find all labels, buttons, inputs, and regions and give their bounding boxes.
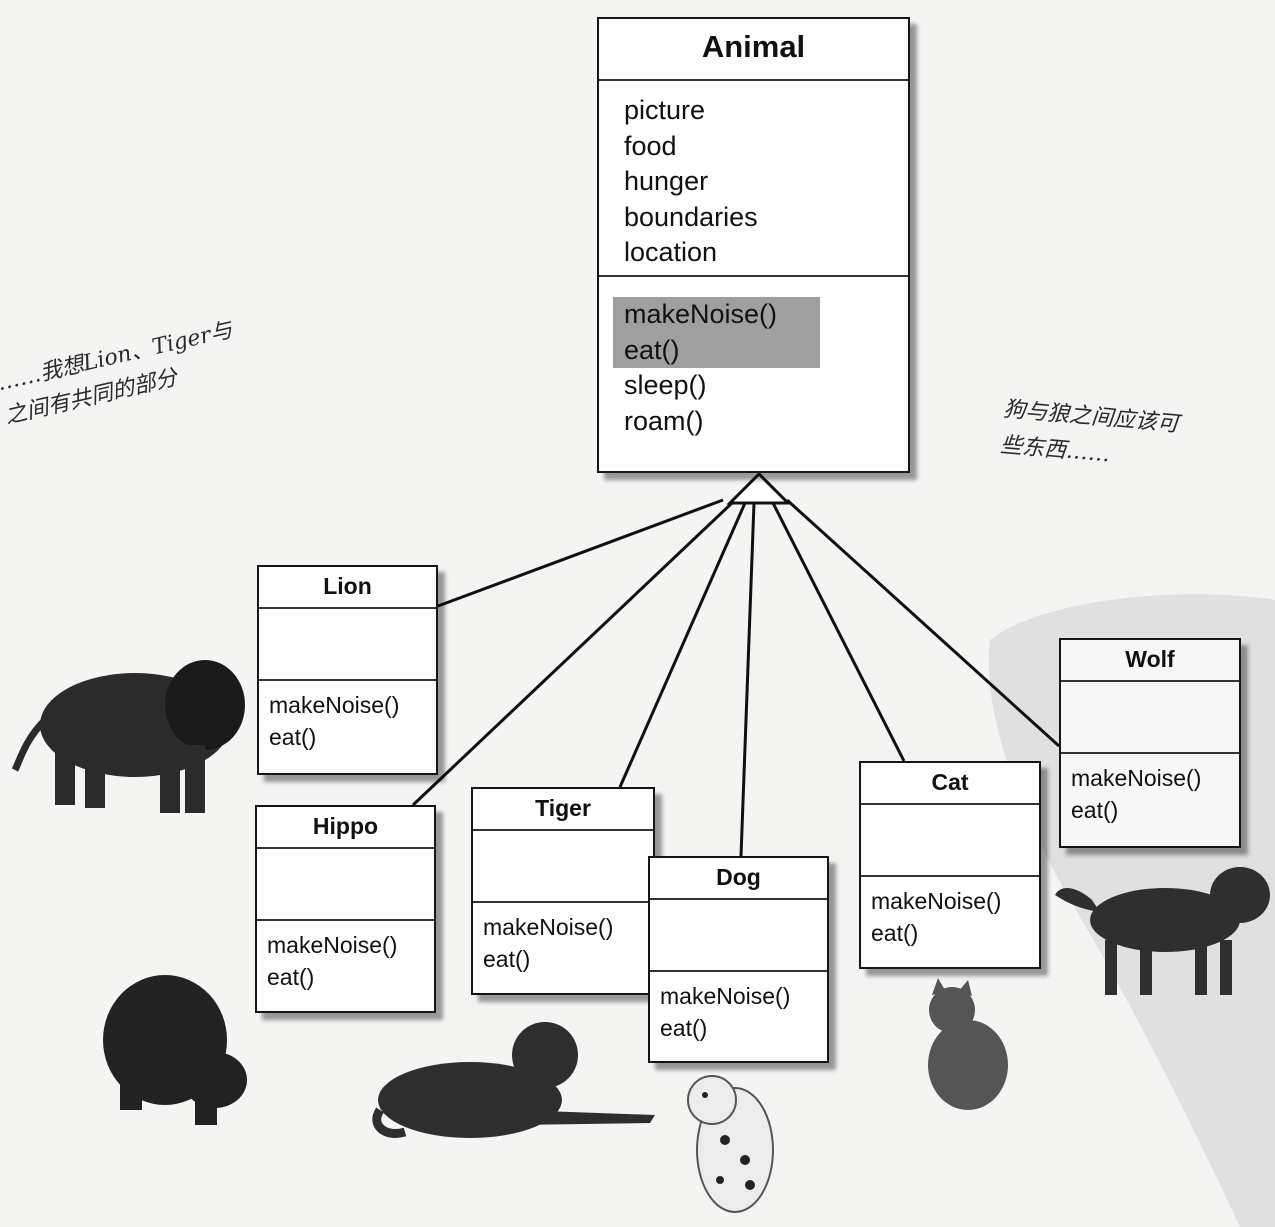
class-methods-wolf: makeNoise() eat() — [1061, 754, 1239, 846]
cat-photo — [928, 978, 1008, 1110]
class-methods-dog: makeNoise() eat() — [650, 972, 827, 1061]
inheritance-line-dog — [739, 502, 756, 857]
method-roam: roam() — [624, 405, 704, 436]
method-eat: eat() — [1071, 797, 1119, 823]
method-eat: eat() — [267, 964, 315, 990]
class-methods-animal: makeNoise() eat() sleep() roam() — [599, 277, 908, 471]
class-attributes-wolf — [1061, 682, 1239, 754]
class-attributes-cat — [861, 805, 1039, 877]
class-name-lion: Lion — [259, 567, 436, 609]
class-methods-lion: makeNoise() eat() — [259, 681, 436, 773]
class-box-animal: Animal picture food hunger boundaries lo… — [597, 17, 910, 473]
class-box-wolf: Wolf makeNoise() eat() — [1059, 638, 1241, 848]
class-box-hippo: Hippo makeNoise() eat() — [255, 805, 436, 1013]
method-eat: eat() — [483, 946, 531, 972]
other-methods: sleep() roam() — [613, 368, 908, 439]
method-makenoise: makeNoise() — [660, 983, 791, 1009]
method-makenoise: makeNoise() — [871, 888, 1002, 914]
inheritance-line-hippo — [411, 501, 734, 807]
attribute-boundaries: boundaries — [624, 201, 758, 232]
method-makenoise: makeNoise() — [1071, 765, 1202, 791]
class-attributes-lion — [259, 609, 436, 681]
inheritance-line-lion — [437, 498, 724, 608]
handwritten-note-right: 狗与狼之间应该可 些东西…… — [999, 392, 1181, 479]
class-methods-tiger: makeNoise() eat() — [473, 903, 653, 993]
dog-photo — [687, 1075, 774, 1213]
class-name-wolf: Wolf — [1061, 640, 1239, 682]
class-attributes-tiger — [473, 831, 653, 903]
class-box-lion: Lion makeNoise() eat() — [257, 565, 438, 775]
class-attributes-hippo — [257, 849, 434, 921]
wolf-photo — [1055, 867, 1270, 995]
attribute-hunger: hunger — [624, 166, 709, 196]
method-makenoise: makeNoise() — [483, 914, 614, 940]
class-name-hippo: Hippo — [257, 807, 434, 849]
class-name-tiger: Tiger — [473, 789, 653, 831]
class-attributes-animal: picture food hunger boundaries location — [599, 81, 908, 277]
attribute-food: food — [624, 130, 677, 161]
method-eat: eat() — [660, 1015, 708, 1041]
class-methods-cat: makeNoise() eat() — [861, 877, 1039, 967]
method-sleep: sleep() — [624, 370, 707, 400]
class-box-dog: Dog makeNoise() eat() — [648, 856, 829, 1063]
lion-photo — [11, 660, 245, 813]
tiger-photo — [372, 1022, 655, 1138]
class-box-tiger: Tiger makeNoise() eat() — [471, 787, 655, 995]
method-makenoise: makeNoise() — [267, 932, 398, 958]
attribute-location: location — [624, 237, 718, 267]
class-box-cat: Cat makeNoise() eat() — [859, 761, 1041, 969]
inheritance-line-cat — [771, 502, 906, 762]
highlighted-methods: makeNoise() eat() — [613, 297, 820, 368]
hippo-photo — [103, 975, 247, 1125]
class-name-dog: Dog — [650, 858, 827, 900]
attribute-picture: picture — [624, 95, 706, 125]
inheritance-line-wolf — [785, 498, 1061, 748]
inheritance-line-tiger — [618, 502, 747, 788]
method-eat: eat() — [871, 920, 919, 946]
method-eat: eat() — [269, 724, 317, 750]
class-name-animal: Animal — [599, 19, 908, 81]
class-attributes-dog — [650, 900, 827, 972]
method-makenoise: makeNoise() — [269, 692, 400, 718]
method-makenoise: makeNoise() — [624, 299, 778, 329]
class-methods-hippo: makeNoise() eat() — [257, 921, 434, 1011]
class-name-cat: Cat — [861, 763, 1039, 805]
inheritance-arrowhead — [726, 471, 792, 505]
method-eat: eat() — [624, 334, 680, 365]
